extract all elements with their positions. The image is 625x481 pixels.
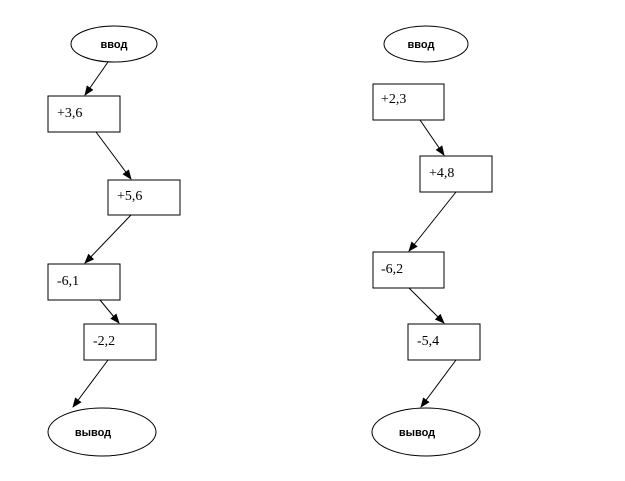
left-step-2-label: +5,6	[117, 189, 142, 204]
left-step-3-box	[47, 263, 121, 301]
right-arrow-step-4-to-end	[420, 359, 457, 408]
right-end-oval	[371, 407, 481, 457]
left-step-4-label: -2,2	[93, 334, 115, 349]
right-step-1-label: +2,3	[381, 92, 406, 107]
right-step-2-box	[419, 155, 493, 193]
left-step-3-label: -6,1	[57, 274, 79, 289]
left-arrow-step-3-to-step-4	[99, 299, 120, 324]
right-arrow-step-3-to-step-4	[408, 287, 445, 324]
left-arrow-step-2-to-step-3	[84, 214, 132, 264]
right-step-3-box	[372, 251, 445, 289]
left-step-1-box	[47, 95, 121, 133]
left-arrow-step-1-to-step-2	[95, 131, 132, 180]
left-start-label: ввод	[101, 39, 128, 51]
right-step-4-box	[407, 323, 481, 361]
right-step-4-label: -5,4	[417, 334, 439, 349]
flowchart-right: ввод +2,3 +4,8 -6,2 -5,4 вывод	[371, 25, 493, 457]
left-step-4-box	[83, 323, 157, 361]
left-arrow-start-to-step-1	[84, 61, 109, 96]
right-step-3-label: -6,2	[381, 262, 403, 277]
right-end-label: вывод	[399, 427, 435, 439]
right-start-oval	[383, 25, 469, 63]
right-arrow-step-1-to-step-2	[419, 119, 445, 156]
left-arrow-step-4-to-end	[72, 359, 109, 408]
left-end-label: вывод	[75, 427, 111, 439]
left-step-1-label: +3,6	[57, 106, 82, 121]
right-step-2-label: +4,8	[429, 166, 454, 181]
flowchart-left: ввод +3,6 +5,6 -6,1 -2,2 вывод	[47, 25, 181, 457]
right-start-label: ввод	[408, 39, 435, 51]
left-end-oval	[47, 407, 157, 457]
left-step-2-box	[107, 179, 181, 216]
left-start-oval	[70, 25, 158, 63]
right-step-1-box	[372, 83, 445, 121]
right-arrow-step-2-to-step-3	[408, 191, 457, 252]
